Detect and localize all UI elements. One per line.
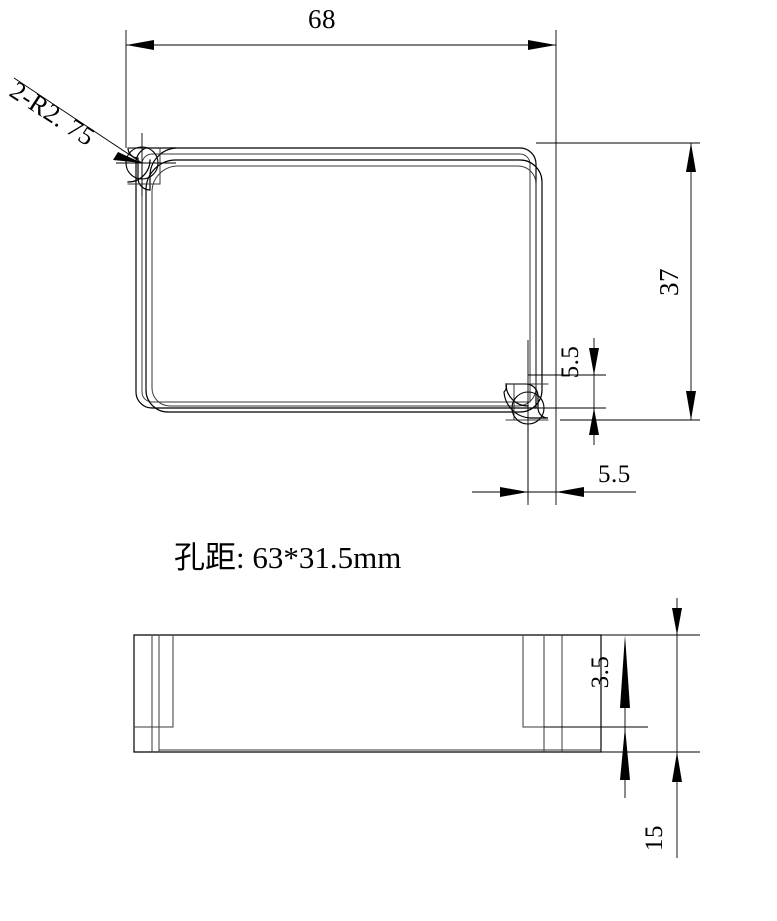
- leader-line-radius: [13, 77, 143, 164]
- arrowhead-55h-right: [556, 487, 584, 497]
- enclosure-inner-profile: [141, 153, 531, 403]
- dim-label-15: 15: [641, 825, 668, 851]
- dimension-height-37: 37: [536, 142, 700, 421]
- arrowhead-55v-bottom: [589, 408, 599, 435]
- enclosure-outer-profile: [135, 147, 537, 409]
- top-view-group: [116, 133, 560, 500]
- dim-label-35: 3.5: [587, 656, 614, 689]
- dim-label-width: 68: [308, 4, 336, 34]
- arrowhead-35-top: [620, 635, 630, 708]
- dimension-hole-offset-vertical: 5.5: [528, 338, 606, 445]
- arrowhead-55h-left: [500, 487, 528, 497]
- side-view-outer-profile: [133, 634, 602, 753]
- leader-corner-radius: 2-R2. 75: [5, 76, 143, 164]
- arrowhead-height-top: [686, 143, 696, 172]
- dim-label-55h: 5.5: [598, 461, 631, 488]
- mounting-ear-top-left: [127, 147, 177, 191]
- dimension-inner-height-35: 3.5: [544, 634, 648, 798]
- enclosure-lid-rim-inner: [151, 165, 537, 407]
- arrowhead-35-bottom: [620, 727, 630, 780]
- arrowhead-radius-leader: [113, 152, 142, 163]
- arrowhead-width-left: [126, 40, 154, 50]
- arrowhead-15-top: [672, 608, 682, 635]
- dim-label-height: 37: [654, 268, 684, 296]
- mounting-ear-br-fillet: [505, 383, 529, 407]
- dim-label-55v: 5.5: [557, 346, 584, 379]
- arrowhead-55v-top: [589, 348, 599, 375]
- enclosure-lid-rim: [145, 159, 543, 413]
- hole-pitch-note: 孔距: 63*31.5mm: [174, 540, 401, 575]
- dimension-width-68: 68: [125, 4, 557, 148]
- dimension-hole-offset-horizontal: 5.5: [472, 148, 636, 505]
- leader-label-radius: 2-R2. 75: [5, 76, 100, 152]
- dimension-total-height-15: 15: [601, 598, 700, 858]
- arrowhead-15-bottom: [672, 752, 682, 782]
- arrowhead-height-bottom: [686, 391, 696, 420]
- arrowhead-width-right: [528, 40, 556, 50]
- side-view-group: [133, 634, 602, 753]
